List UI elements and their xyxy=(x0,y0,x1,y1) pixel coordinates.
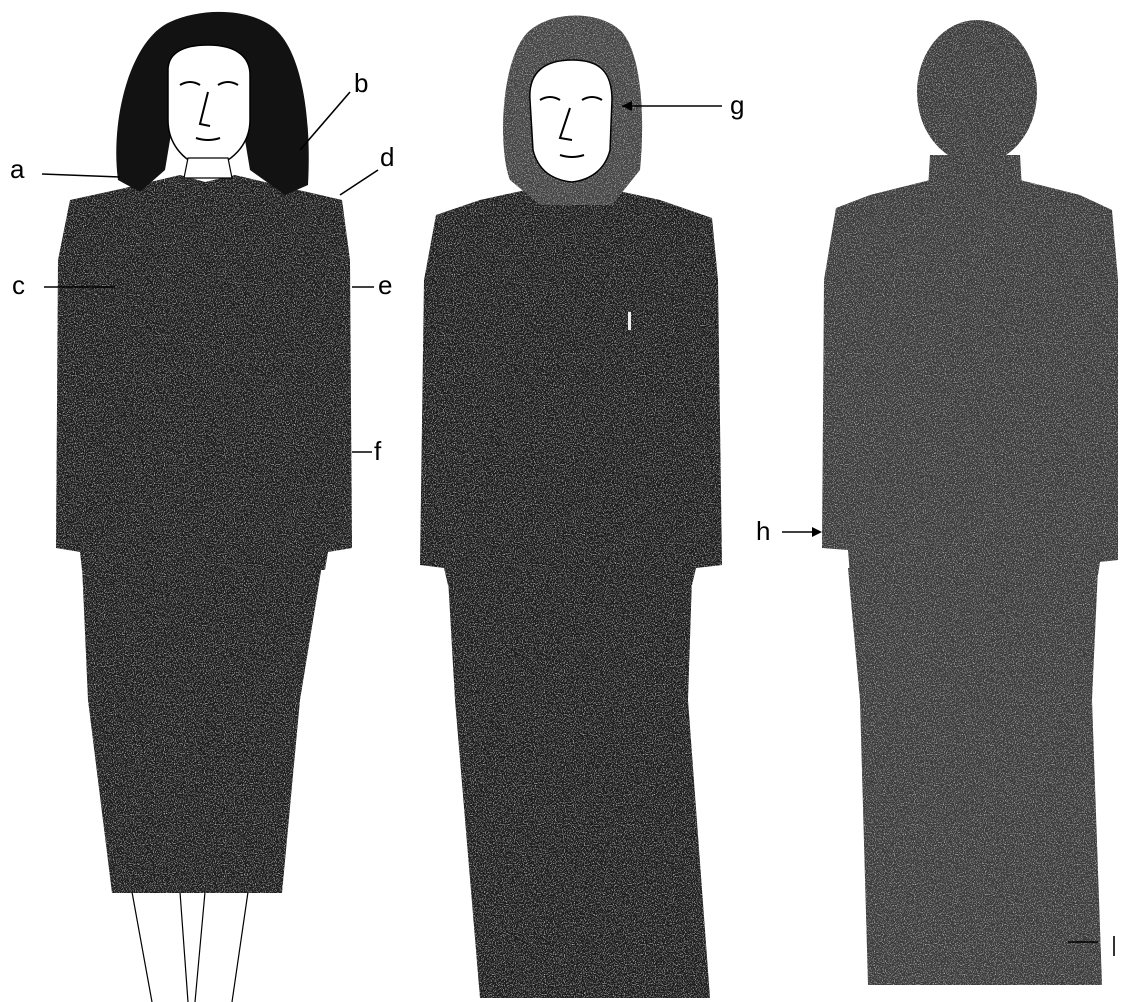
jacket xyxy=(822,180,1118,575)
jacket xyxy=(56,175,352,570)
face xyxy=(168,45,250,167)
label-g: g xyxy=(730,90,744,120)
jacket xyxy=(420,188,722,585)
label-b: b xyxy=(354,68,368,98)
skirt xyxy=(82,565,322,893)
pocket-pen xyxy=(628,312,631,330)
figure-front-hood xyxy=(420,16,722,999)
head xyxy=(917,20,1037,164)
label-f: f xyxy=(374,436,382,466)
skirt xyxy=(848,568,1102,985)
label-c: c xyxy=(12,270,25,300)
skirt xyxy=(448,578,710,998)
label-a: a xyxy=(10,154,25,184)
label-e: e xyxy=(378,270,392,300)
legs xyxy=(132,892,248,1002)
figure-back xyxy=(782,20,1118,985)
face xyxy=(530,60,612,182)
label-d: d xyxy=(380,142,394,172)
neck xyxy=(184,158,232,178)
figure-front-hair xyxy=(42,12,378,1002)
label-h: h xyxy=(756,516,770,546)
